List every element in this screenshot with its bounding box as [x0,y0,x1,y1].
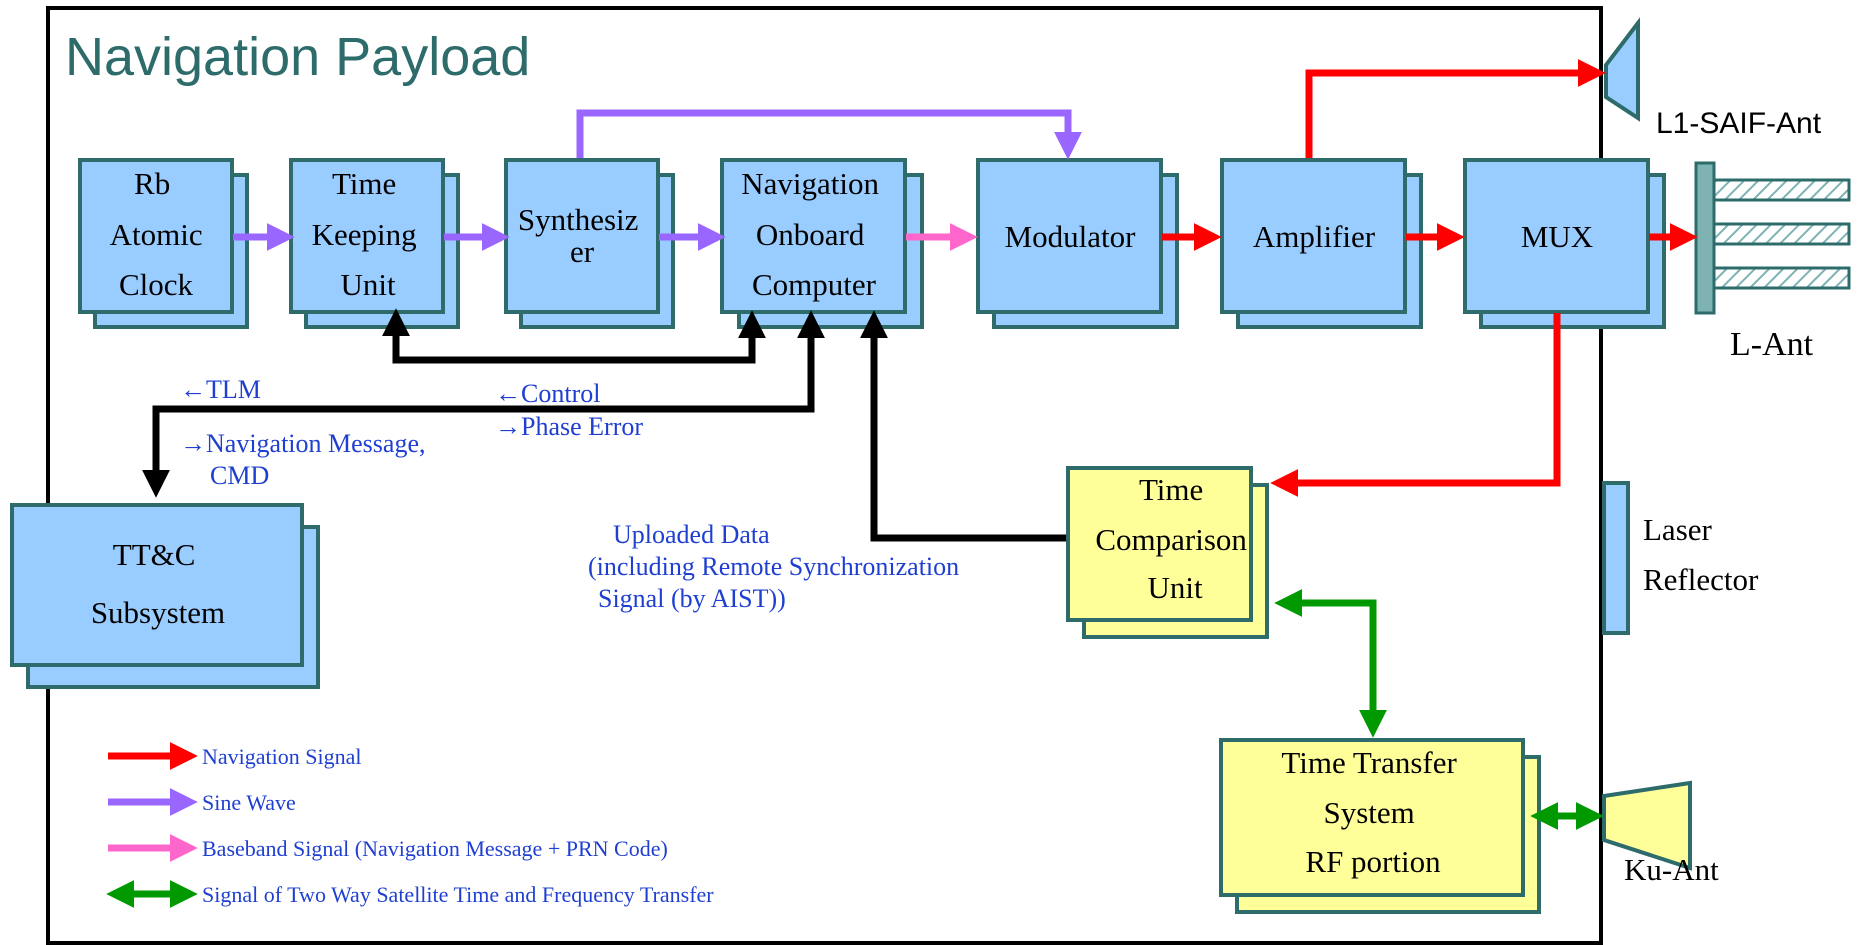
l-antenna-icon [1694,161,1851,315]
time-transfer-system-box: Time Transfer System RF portion [1219,738,1541,914]
mux-label: MUX [1521,219,1593,254]
l-ant-label: L-Ant [1730,326,1814,363]
twstft-arrows [1274,589,1604,830]
ttc-line-1: TT&C [113,537,196,572]
tcu-line-1: Time [1139,472,1203,507]
ttc-subsystem-box: TT&C Subsystem [10,503,320,689]
time-keeping-unit-box: Time Keeping Unit [289,158,460,329]
svg-text:Time Transfer System: Time Transfer System RF portion [1281,745,1464,879]
uploaded-line-1: Uploaded Data [613,520,770,549]
laser-line-1: Laser [1643,512,1713,547]
modulator-label: Modulator [1005,219,1137,254]
legend: Navigation Signal Sine Wave Baseband Sig… [106,742,714,908]
legend-label-sine-wave: Sine Wave [202,790,296,815]
ku-ant-label: Ku-Ant [1624,852,1719,887]
tku-line-1: Time [332,166,396,201]
nobc-line-2: Onboard [756,217,865,252]
tku-line-3: Unit [340,267,396,302]
legend-label-baseband: Baseband Signal (Navigation Message + PR… [202,836,668,861]
payload-frame [46,6,1603,945]
nav-message-line-2: CMD [210,461,269,490]
control-arrows [142,308,1066,542]
tts-line-2: System [1323,795,1414,830]
sine-wave-arrows [233,109,1082,251]
amplifier-label: Amplifier [1253,219,1376,254]
l1-saif-ant-label: L1-SAIF-Ant [1656,107,1822,140]
l1-saif-antenna-icon [1604,17,1640,122]
synthesizer-box: Synthesiz er [504,158,675,329]
tku-line-2: Keeping [312,217,417,252]
svg-text:Navigation Onboard: Navigation Onboard Computer [741,166,887,302]
rb-line-1: Rb [134,166,170,201]
tcu-line-3: Unit [1147,570,1203,605]
nav-message-line-1: →Navigation Message, [180,429,426,458]
tcu-line-2: Comparison [1095,522,1247,557]
phase-error-annotation: →Phase Error [495,412,643,441]
svg-text:Laser Reflector: Laser Reflector [1643,512,1759,597]
control-annotation: ←Control [495,379,600,408]
modulator-box: Modulator [976,158,1179,329]
time-comparison-unit-box: Time Comparison Unit [1066,466,1269,639]
mux-box: MUX [1463,158,1666,329]
legend-label-twstft: Signal of Two Way Satellite Time and Fre… [202,882,714,907]
svg-text:→Navigation Message, CMD: →Navigation Message, CMD [180,429,432,490]
navigation-signal-arrows [1162,59,1698,497]
rb-line-3: Clock [119,267,194,302]
tlm-annotation: ←TLM [180,375,261,404]
page-title: Navigation Payload [65,27,530,87]
synth-line-1: Synthesiz [518,202,639,237]
svg-text:Uploaded Data (including R: Uploaded Data (including Remote Synchron… [588,520,966,613]
nobc-line-3: Computer [752,267,877,302]
uploaded-line-2: (including Remote Synchronization [588,552,959,581]
svg-text:Time Keeping Unit: Time Keeping Unit [312,166,425,302]
ttc-line-2: Subsystem [91,595,225,630]
laser-reflector-icon [1602,481,1630,635]
svg-text:Time Comparison Un: Time Comparison Unit [1095,472,1254,605]
svg-text:TT&C Subsystem: TT&C Subsystem [91,537,225,630]
ku-antenna-icon [1602,780,1692,871]
legend-label-navigation-signal: Navigation Signal [202,744,361,769]
amplifier-box: Amplifier [1220,158,1423,329]
navigation-onboard-computer-box: Navigation Onboard Computer [720,158,924,329]
rb-atomic-clock-box: Rb Atomic Clock [78,158,249,329]
rb-line-2: Atomic [110,217,203,252]
uploaded-line-3: Signal (by AIST)) [598,584,786,613]
laser-line-2: Reflector [1643,562,1759,597]
tts-line-3: RF portion [1305,844,1441,879]
synth-line-2: er [570,234,595,269]
svg-text:Synthesiz er: Synthesiz er [518,202,646,269]
nobc-line-1: Navigation [741,166,879,201]
tts-line-1: Time Transfer [1281,745,1457,780]
svg-text:Rb Atomic Clock: Rb Atomic Clock [110,166,211,302]
